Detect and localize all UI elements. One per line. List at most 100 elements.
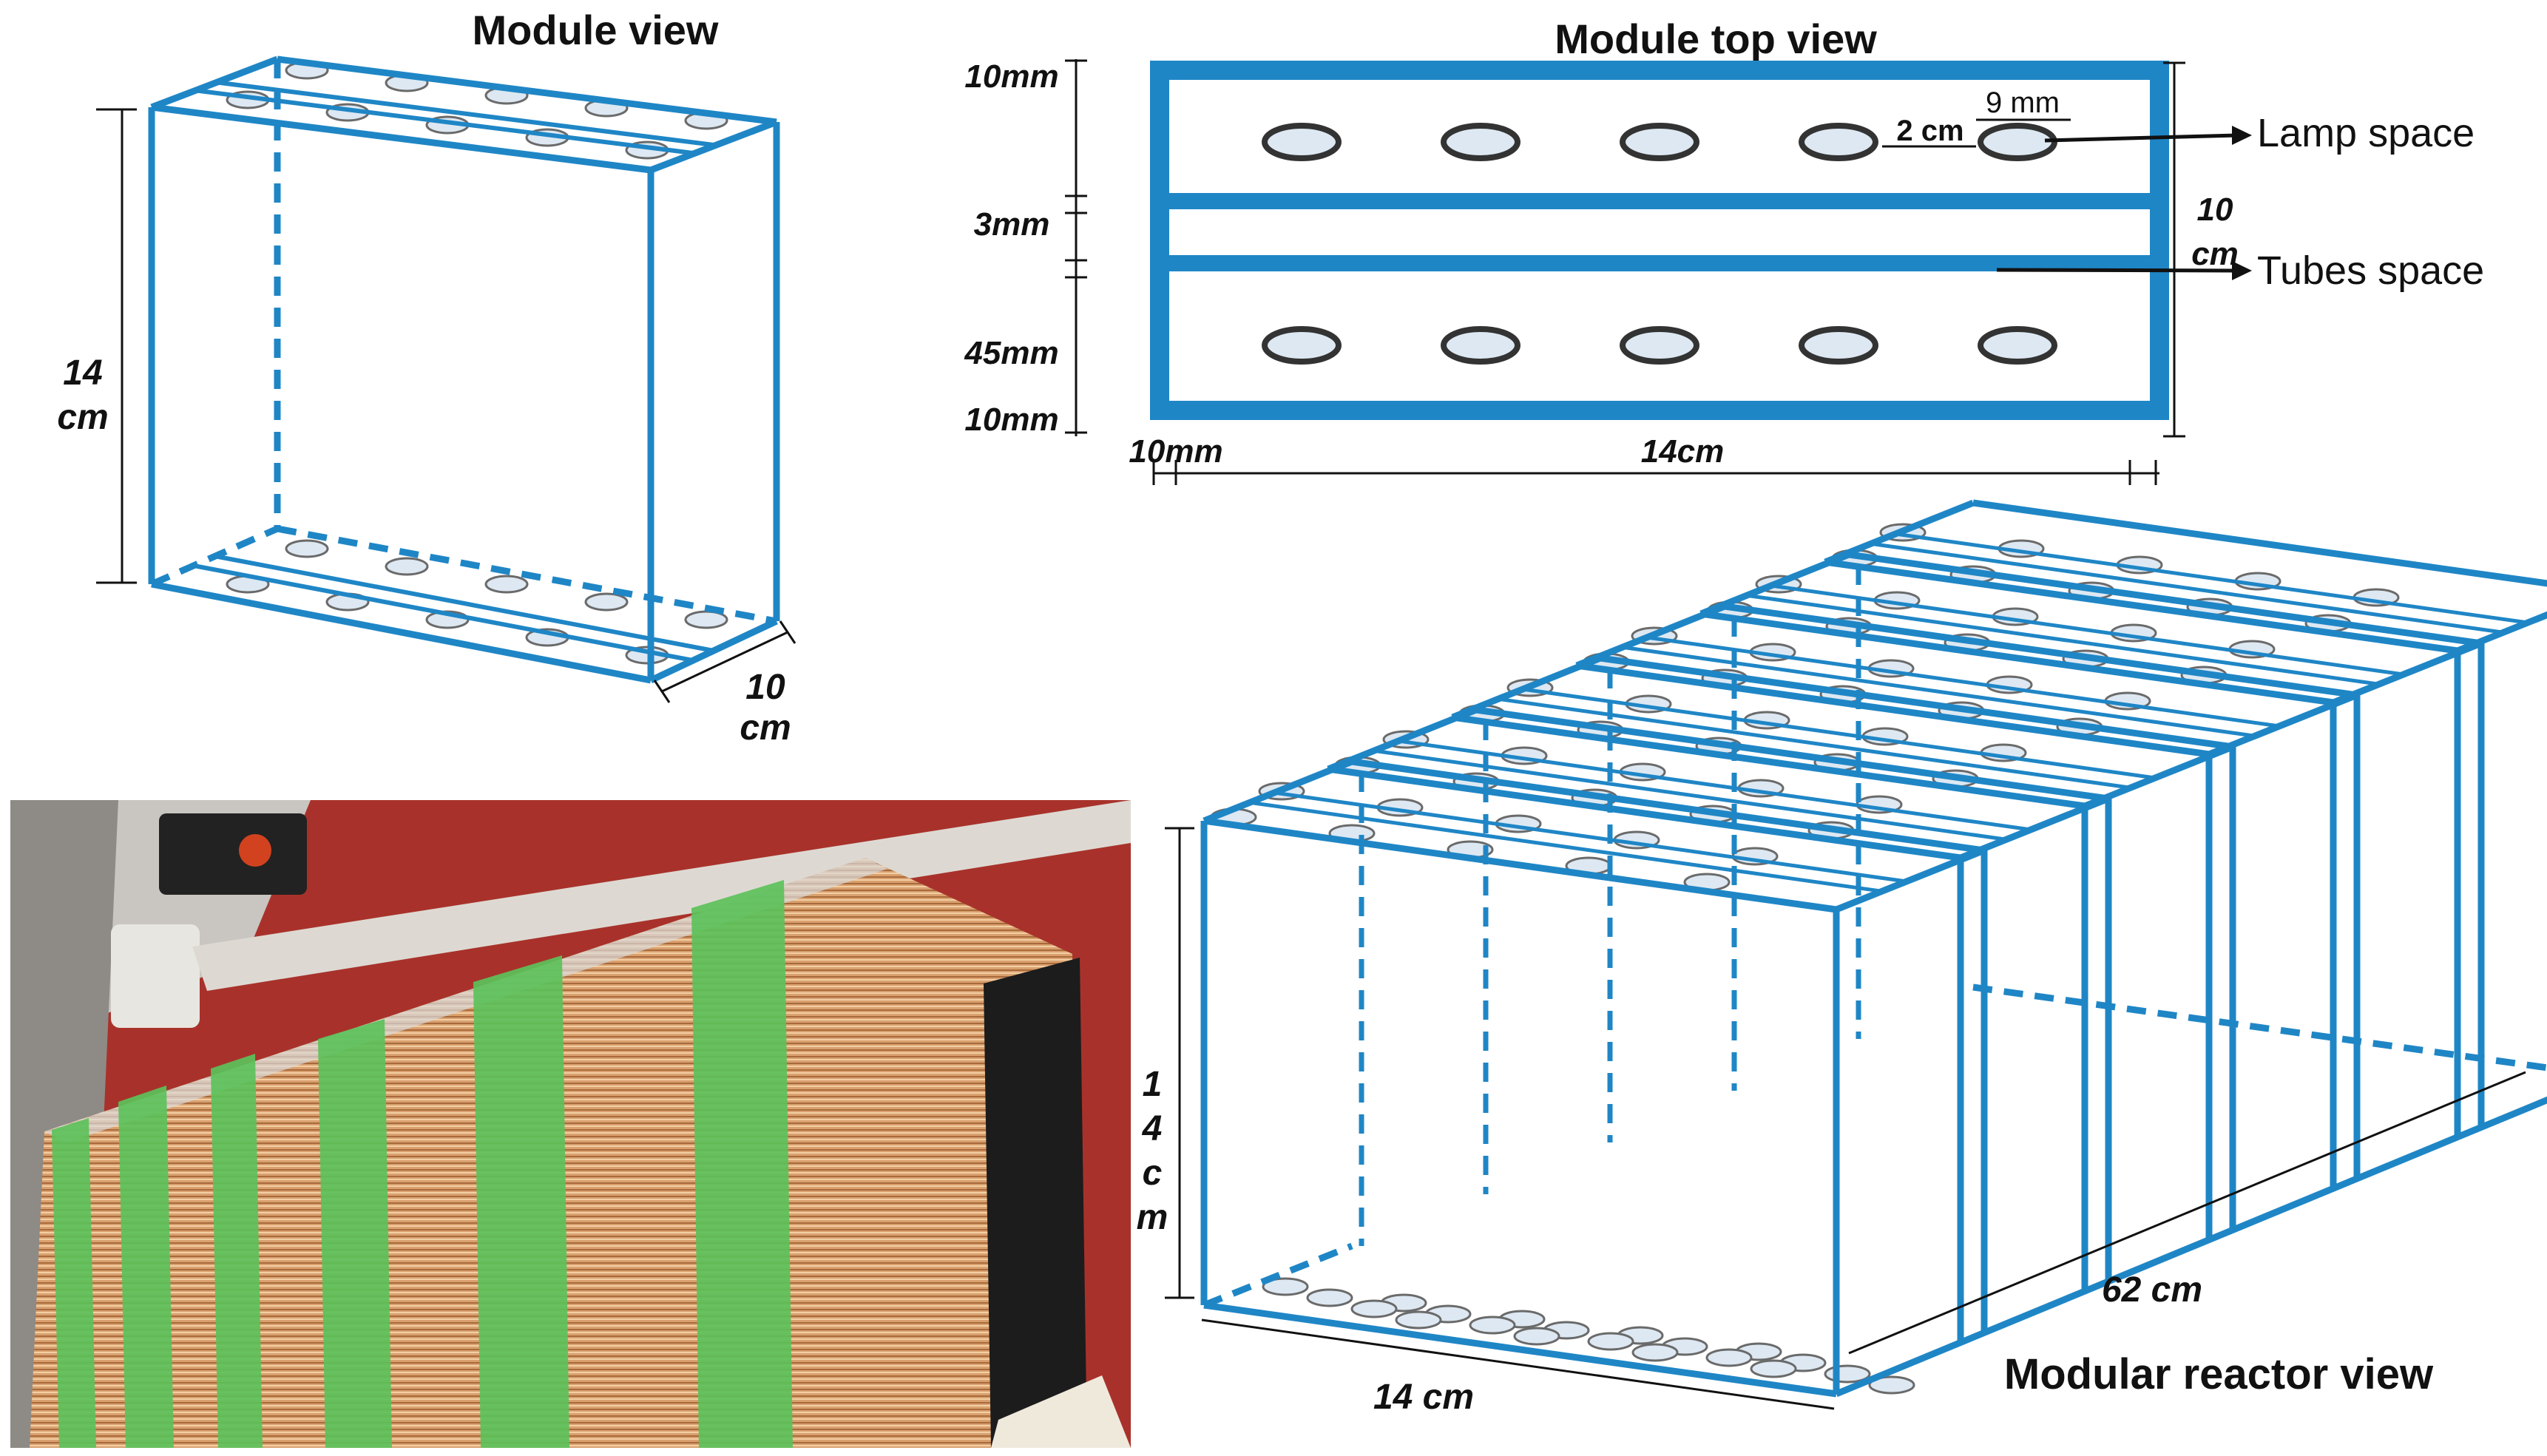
- top-view-frame: [1150, 61, 2169, 420]
- reactor-frames: [1200, 499, 2547, 1398]
- tubes-space-label: Tubes space: [2257, 248, 2484, 293]
- reactor-frame-edge: [1203, 1301, 1837, 1398]
- hole: [1631, 1343, 1679, 1362]
- reactor-frame-edge: [1972, 983, 2547, 1071]
- top-view-horizontal-dimension: [1152, 61, 2185, 485]
- hole: [1868, 1375, 1915, 1395]
- hole: [1306, 1288, 1353, 1307]
- reactor-length-label: 62 cm: [2102, 1270, 2202, 1310]
- hole: [1262, 326, 1342, 365]
- hole: [1750, 1359, 1797, 1378]
- reactor-rail: [1770, 583, 2404, 677]
- hole-spacing-label: 2 cm: [1896, 115, 1963, 147]
- photo-slotted-bar: [192, 800, 1131, 991]
- photo-green-tape-2: [118, 1086, 174, 1448]
- reactor-frame-edge: [1475, 706, 2109, 802]
- hole-diameter-label: 9 mm: [1986, 87, 2060, 119]
- reactor-holes: [1210, 523, 2400, 1395]
- photo-green-tape-4: [318, 1019, 392, 1448]
- reactor-height-char-4: m: [1137, 1198, 1168, 1237]
- hole: [1978, 123, 2057, 161]
- dim-gap: 3mm: [974, 206, 1050, 243]
- photo-end-panel: [984, 958, 1087, 1448]
- reactor-bottom-edge: [1835, 1096, 2547, 1398]
- hole: [684, 610, 728, 629]
- module-frame: [148, 55, 780, 684]
- hole: [1620, 326, 1699, 365]
- reactor-width-dimension: [1201, 1318, 1835, 1410]
- reactor-frame-edge: [1203, 817, 1837, 913]
- reactor-frame-edge: [1972, 499, 2547, 587]
- photo-green-tape-5: [473, 955, 569, 1448]
- hole-spacing-dimension: [1882, 118, 2071, 148]
- hole: [1262, 1277, 1309, 1296]
- dim-depth-number: 10: [2197, 192, 2233, 228]
- photo-green-tape-6: [691, 880, 793, 1448]
- hole: [1262, 123, 1342, 161]
- hole: [1705, 1348, 1753, 1367]
- reactor-rail: [1248, 800, 1881, 893]
- module-view-title: Module view: [473, 7, 719, 53]
- hole: [1978, 326, 2057, 365]
- reactor-frame-edge: [1327, 765, 1961, 861]
- photo-power-socket: [111, 924, 200, 1028]
- reactor-frame-edge: [2208, 691, 2358, 758]
- reactor-height-char-1: 1: [1143, 1065, 1163, 1104]
- module-top-view: Module top view 10mm 3mm 45mm 10mm: [964, 16, 2484, 485]
- hole: [385, 557, 429, 576]
- reactor-frame-edge: [1959, 795, 2110, 861]
- hole: [1350, 1299, 1398, 1318]
- reactor-frame-edge: [1835, 847, 1986, 913]
- top-view-vertical-dimensions: [1065, 59, 1087, 436]
- hole: [584, 592, 629, 612]
- prototype-reactor-photo: [10, 800, 1131, 1448]
- reactor-rail: [1620, 645, 2254, 738]
- reactor-length-dimension: [1848, 1071, 2526, 1355]
- hole: [1799, 326, 1878, 365]
- hole: [1441, 123, 1521, 161]
- hole: [1587, 1332, 1634, 1351]
- dim-depth-unit: cm: [2191, 236, 2239, 272]
- dim-wall-bottom: 10mm: [964, 402, 1058, 438]
- reactor-width-label: 14 cm: [1373, 1378, 1474, 1417]
- reactor-frame-edge: [1351, 758, 1985, 854]
- reactor-frame-edge: [2332, 640, 2483, 706]
- reactor-view-title: Modular reactor view: [2004, 1350, 2434, 1398]
- module-top-holes: [226, 61, 728, 160]
- reactor-rail: [1646, 635, 2280, 728]
- reactor-frame-edge: [2456, 611, 2547, 654]
- dim-wall-left: 10mm: [1129, 433, 1222, 470]
- hole: [1799, 123, 1878, 161]
- reactor-frame-edge: [1452, 714, 2086, 810]
- photo-green-tape-3: [211, 1054, 263, 1448]
- module-depth-dimension: [653, 620, 796, 703]
- module-depth-label-unit: cm: [740, 708, 791, 748]
- reactor-rail: [1274, 790, 1907, 884]
- dim-inner: 45mm: [964, 335, 1058, 371]
- reactor-frame-edge: [1576, 662, 2210, 758]
- reactor-frame-edge: [1600, 654, 2233, 751]
- lamp-space-label: Lamp space: [2257, 111, 2475, 155]
- hole: [1441, 326, 1521, 365]
- module-height-dimension: [96, 108, 137, 584]
- reactor-rail: [1398, 739, 2032, 832]
- reactor-rail: [1895, 532, 2529, 625]
- reactor-height-dimension: [1165, 827, 1194, 1299]
- photo-green-tape-1: [52, 1118, 96, 1448]
- reactor-frame-edge: [1203, 1242, 1353, 1309]
- photo-base-wrap: [991, 1375, 1131, 1448]
- module-height-label-unit: cm: [57, 398, 108, 437]
- module-view: Module view 14: [57, 7, 796, 748]
- modular-reactor-view: 1 4 c m 14 cm 62 cm Modular reactor view: [1137, 499, 2547, 1417]
- reactor-height-char-3: c: [1143, 1154, 1163, 1193]
- reactor-frame-edge: [1203, 758, 1353, 824]
- reactor-frame-edge: [1824, 558, 2458, 654]
- dim-length: 14cm: [1641, 433, 1725, 470]
- photo-controller-knob: [239, 834, 271, 867]
- hole: [484, 575, 529, 594]
- reactor-frame-edge: [1724, 603, 2358, 699]
- hole: [1469, 1316, 1516, 1335]
- reactor-rail: [1496, 697, 2130, 790]
- hole: [1395, 1310, 1442, 1330]
